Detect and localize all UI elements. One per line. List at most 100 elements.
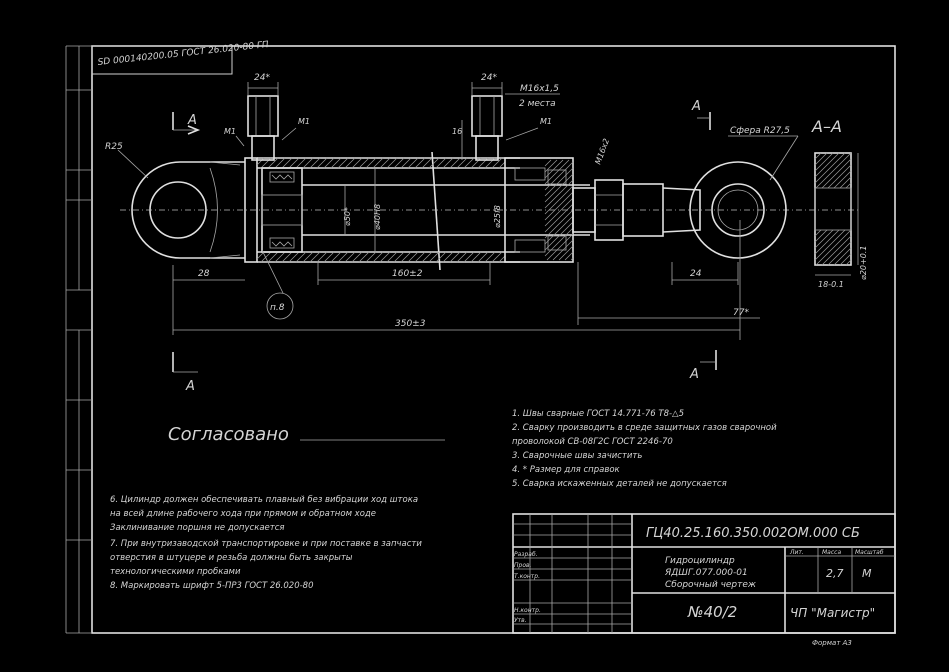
hatch-line: [814, 229, 822, 237]
hatch-line: [814, 229, 828, 243]
note-r1: 1. Швы сварные ГОСТ 14.771-76 Т8-△5: [512, 409, 684, 419]
note-r5: 4. * Размер для справок: [512, 465, 621, 475]
section-arrow-top-right: A: [691, 99, 711, 130]
hatch-line: [552, 239, 574, 261]
hatch-line: [839, 253, 852, 266]
dim-d18: 18-0.1: [818, 280, 844, 289]
hatch-line: [544, 209, 574, 239]
tb-scale-head: Масштаб: [855, 549, 884, 556]
hatch-line: [814, 152, 846, 184]
hatch-line: [323, 157, 335, 169]
hatch-line: [316, 251, 328, 263]
hatch-line: [544, 203, 574, 233]
hatch-line: [330, 251, 342, 263]
tb-row-check: Пров.: [514, 562, 532, 569]
hatch-line: [815, 152, 852, 189]
hatch-line: [498, 255, 506, 263]
hatch-line: [344, 251, 356, 263]
hatch-line: [442, 251, 454, 263]
hatch-line: [544, 159, 552, 167]
note-r6: 5. Сварка искаженных деталей не допускае…: [512, 479, 727, 489]
hatch-line: [421, 157, 433, 169]
dim-dia-rod: ⌀50*: [343, 207, 352, 226]
hatch-line: [316, 157, 328, 169]
dim-d24: 24: [690, 269, 702, 279]
note-r3: проволокой СВ-08Г2С ГОСТ 2246-70: [512, 437, 673, 447]
hatch-line: [449, 251, 461, 263]
hatch-line: [309, 251, 321, 263]
hatch-line: [544, 161, 574, 191]
hatch-line: [435, 251, 447, 263]
hatch-line: [491, 251, 503, 263]
hatch-line: [544, 167, 574, 197]
hatch-line: [365, 251, 377, 263]
hatch-line: [814, 152, 822, 160]
note-l2: на всей длине рабочего хода при прямом и…: [110, 509, 376, 519]
dim-d28: 28: [198, 269, 210, 279]
hatch-line: [428, 251, 440, 263]
tb-designation: ГЦ40.25.160.350.002ОМ.000 СБ: [646, 526, 860, 541]
hatch-line: [295, 251, 307, 263]
tb-org: ЧП "Магистр": [790, 606, 875, 620]
hatch-line: [302, 157, 314, 169]
dim-dia-piston: ⌀25f8: [493, 205, 502, 228]
dim-d77: 77*: [733, 308, 749, 318]
section-a-a: A–A 18-0.1 ⌀20+0.1: [811, 117, 868, 289]
hatch-line: [337, 157, 349, 169]
drawing-frame: [65, 45, 896, 634]
note-r2: 2. Сварку производить в среде защитных г…: [512, 423, 777, 433]
hatch-line: [281, 157, 293, 169]
hatch-line: [442, 157, 454, 169]
hatch-line: [351, 157, 363, 169]
piston-rod: [120, 184, 860, 236]
hatch-line: [393, 157, 405, 169]
hatch-line: [330, 157, 342, 169]
hatch-line: [302, 251, 314, 263]
port-right: 24* M16x1,5 2 места M1 16: [452, 73, 560, 161]
hatch-line: [323, 251, 335, 263]
section-mark-tr: A: [691, 99, 701, 114]
dim-d160: 160±2: [392, 269, 423, 279]
hatch-line: [491, 157, 503, 169]
note-l1: 6. Цилиндр должен обеспечивать плавный б…: [110, 495, 418, 505]
hatch-line: [544, 159, 558, 173]
hatch-line: [407, 157, 419, 169]
hatch-line: [379, 157, 391, 169]
hatch-line: [814, 229, 834, 249]
hatch-line: [449, 157, 461, 169]
dim-thread-port: M16x1,5: [520, 84, 559, 94]
hatch-line: [267, 157, 279, 169]
tb-row-ncontr: Н.контр.: [514, 607, 541, 614]
hatch-line: [400, 157, 412, 169]
hatch-line: [544, 197, 574, 227]
dim-m1-b: M1: [298, 117, 310, 126]
section-arrow-bottom-left: A: [172, 352, 198, 394]
hatch-line: [544, 159, 564, 179]
tb-name-2: ЯДШГ.077.000-01: [664, 568, 748, 578]
hatch-line: [544, 173, 574, 203]
hatch-line: [386, 157, 398, 169]
hatch-line: [260, 251, 272, 263]
section-arrow-top-left: A: [172, 112, 201, 135]
hatch-line: [344, 157, 356, 169]
hatch-line: [544, 221, 574, 251]
tb-mass-head: Масса: [822, 549, 841, 556]
notes-left: 6. Цилиндр должен обеспечивать плавный б…: [110, 495, 422, 591]
wall-hatching: [256, 157, 506, 263]
notes-right: 1. Швы сварные ГОСТ 14.771-76 Т8-△5 2. С…: [512, 409, 777, 489]
tb-name-1: Гидроцилиндр: [665, 556, 735, 566]
note-l4: 7. При внутризаводской транспортировке и…: [110, 539, 422, 549]
dim-radius-eye: R25: [105, 142, 123, 152]
hatch-line: [288, 251, 300, 263]
dim-m1-c: M1: [540, 117, 552, 126]
dimension-lines: 28 160±2 24 350±3 77* ⌀50* ⌀40H8 ⌀25f8: [172, 168, 760, 340]
hatch-line: [570, 257, 574, 261]
hatch-line: [267, 251, 279, 263]
section-arrow-bottom-right: A: [689, 350, 717, 382]
tb-sheet-no: №40/2: [687, 603, 737, 621]
note-l5: отверстия в штуцере и резьба должны быть…: [110, 553, 353, 563]
hatch-line: [358, 157, 370, 169]
hatch-line: [839, 176, 852, 189]
hatch-line: [845, 182, 852, 189]
hatch-line: [414, 251, 426, 263]
